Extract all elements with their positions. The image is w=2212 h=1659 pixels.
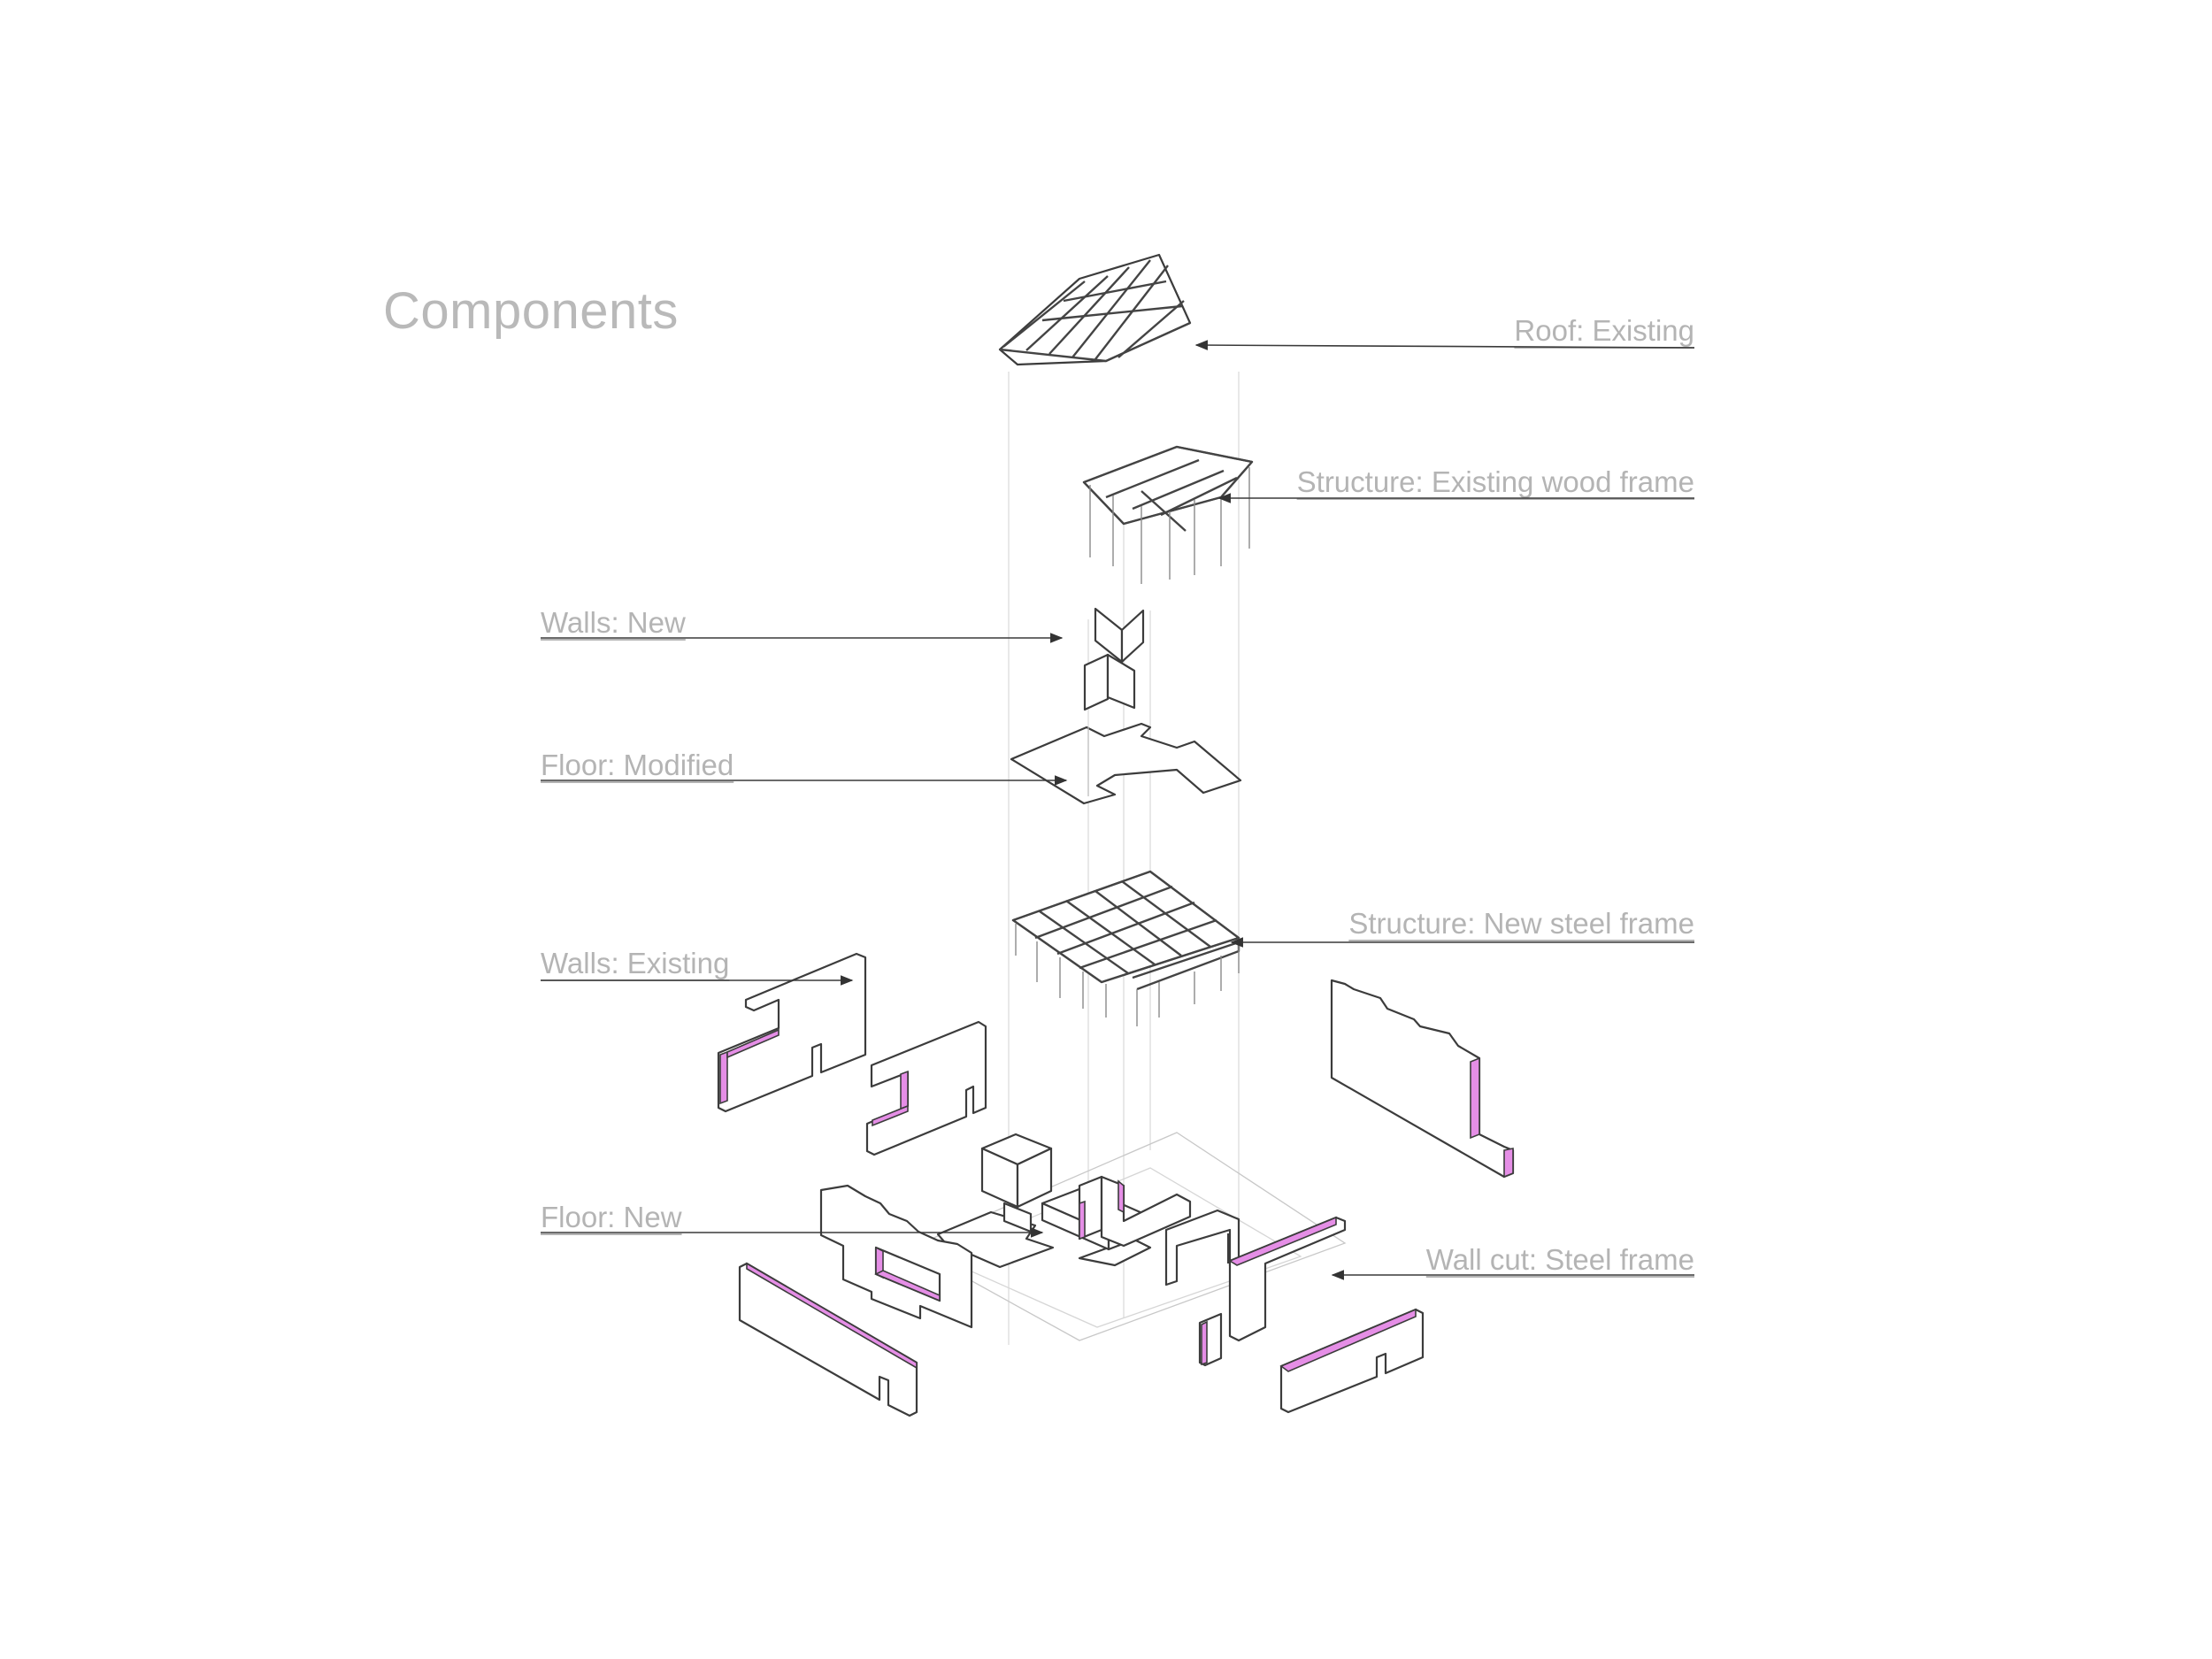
wall-existing-upper-left <box>717 952 867 1113</box>
wall-existing-bottom-left <box>738 1262 918 1417</box>
wall-existing-lower-left <box>819 1184 973 1329</box>
label-structure-existing-wood-frame: Structure: Existing wood frame <box>1296 465 1694 498</box>
label-walls-new: Walls: New <box>541 606 686 639</box>
structure-existing-wood-frame-object <box>1082 445 1254 584</box>
label-roof-existing: Roof: Existing <box>1514 314 1694 347</box>
page-title: Components <box>383 282 679 340</box>
label-walls-existing: Walls: Existing <box>541 947 730 979</box>
wall-existing-middle-left <box>865 1020 987 1156</box>
structure-new-steel-frame-object <box>1011 870 1240 1026</box>
walls-new-object <box>1083 607 1145 711</box>
floor-new-object <box>910 1132 1347 1341</box>
label-wall-cut-steel-frame: Wall cut: Steel frame <box>1425 1243 1694 1276</box>
wall-existing-right-middle <box>1198 1216 1347 1367</box>
floor-modified-object <box>1010 722 1242 805</box>
roof-existing-object <box>998 253 1192 366</box>
wall-existing-bottom-right <box>1279 1308 1425 1414</box>
label-floor-modified: Floor: Modified <box>541 749 734 781</box>
label-structure-new-steel-frame: Structure: New steel frame <box>1348 907 1694 940</box>
wall-existing-right <box>1330 979 1515 1179</box>
label-floor-new: Floor: New <box>541 1201 682 1233</box>
leader-lines <box>541 340 1695 1280</box>
